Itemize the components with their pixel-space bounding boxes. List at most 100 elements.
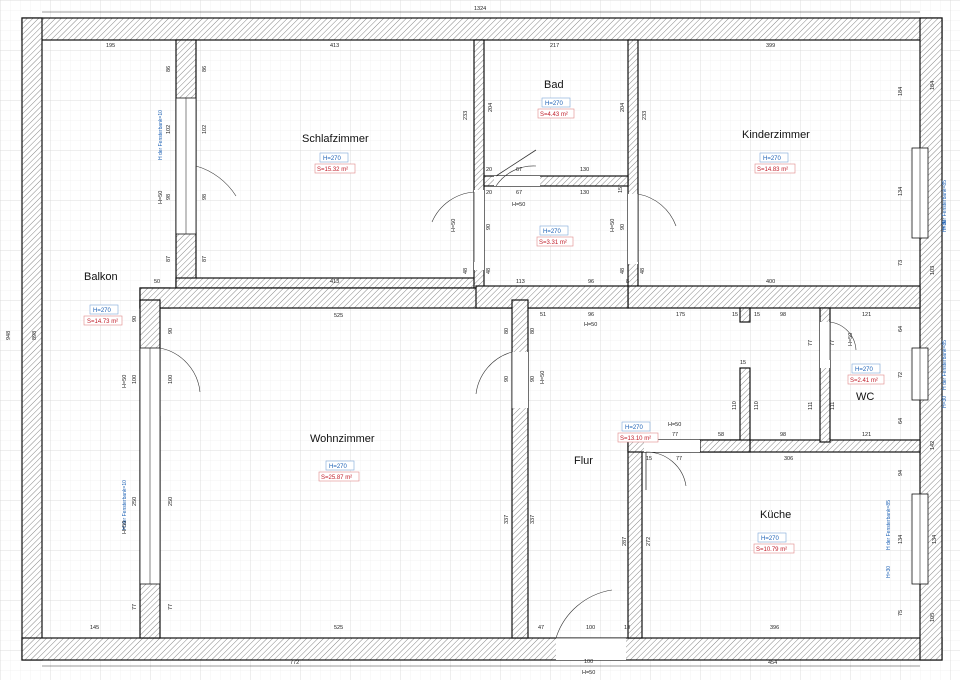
dim-balkon-50: 50 (154, 279, 160, 285)
wall-flur-stub (739, 307, 751, 323)
room-h-wc: H=270 (855, 367, 874, 373)
dim-wc-121a: 121 (862, 312, 871, 318)
dim-kinder-bottom: 400 (766, 279, 775, 285)
room-name-bad: Bad (544, 79, 564, 91)
dim-kueche-272: 272 (646, 537, 652, 546)
wall-wc-left (819, 307, 831, 443)
dim-gang-96b: 96 (588, 312, 594, 318)
dim-flur-110b: 110 (754, 401, 760, 410)
dim-bad-h50: H=50 (512, 202, 525, 208)
dim-flur-15a: 15 (732, 312, 738, 318)
dim-bottom-right: 454 (768, 660, 777, 666)
dim-wohn-80b: 80 (530, 328, 536, 334)
dim-balkondoor-h50: H=50 (122, 375, 128, 388)
dim-right-4: 105 (930, 613, 936, 622)
dim-bottom-left: 772 (290, 660, 299, 666)
room-s-bad: S=4.43 m² (540, 112, 568, 118)
dim-schlaf-bottom: 413 (330, 279, 339, 285)
dim-wc-121b: 121 (862, 432, 871, 438)
dim-kueche-94: 94 (898, 470, 904, 476)
dim-wc-77b: 77 (830, 340, 836, 346)
dim-win-87b: 87 (202, 256, 208, 262)
dim-gang-113: 113 (516, 279, 525, 285)
room-h-kinderzimmer: H=270 (763, 156, 782, 162)
dim-right-1: 184 (930, 81, 936, 90)
dim-kueche-396: 396 (770, 625, 779, 631)
dim-kinder-top: 399 (766, 43, 775, 49)
dim-kueche-134a: 134 (898, 535, 904, 544)
wall-outer-bottom (21, 637, 943, 661)
dim-wohn-80a: 80 (504, 328, 510, 334)
dim-kinder-left: 233 (642, 111, 648, 120)
dim-bad-130a: 130 (580, 167, 589, 173)
dim-gang-8: 8 (626, 279, 629, 285)
dim-right-2: 103 (930, 266, 936, 275)
dim-schlaf-right: 233 (463, 111, 469, 120)
note-fb10-wohn: H der Fensterbank=10 (122, 480, 128, 530)
dim-gang-96a: 96 (588, 279, 594, 285)
dim-bad-20a: 20 (486, 167, 492, 173)
dim-wohn-top: 525 (334, 313, 343, 319)
dimensions: 1324 948 898 772 454 100 H=50 184 103 14… (6, 6, 948, 676)
dim-wohndoor-h50: H=50 (540, 371, 546, 384)
room-s-schlafzimmer: S=15.32 m² (317, 167, 348, 173)
dim-bottom-door: 100 (584, 659, 593, 665)
wall-gang-bottom (475, 285, 629, 309)
wall-schlaf-bottom (175, 277, 477, 289)
dim-gang-51: 51 (540, 312, 546, 318)
dim-wohnwin-250b: 250 (168, 497, 174, 506)
wall-kinder-bottom (627, 285, 921, 309)
room-labels: Balkon H=270 S=14.73 m² Schlafzimmer H=2… (83, 79, 885, 554)
dim-kueche-75: 75 (898, 610, 904, 616)
dim-kueche-134b: 134 (932, 535, 938, 544)
note-fb85-kueche: H der Fensterbank=85 (886, 500, 892, 550)
wall-bad-bottom (483, 175, 629, 187)
dim-wohnwin-90a: 90 (132, 316, 138, 322)
room-h-bad: H=270 (545, 101, 564, 107)
room-name-schlafzimmer: Schlafzimmer (302, 133, 369, 145)
doors (159, 149, 857, 660)
dim-kinderdoor-h50: H=50 (610, 219, 616, 232)
dim-wc-77a: 77 (808, 340, 814, 346)
wall-outer-top (21, 17, 943, 41)
dim-wohnwin-250a: 250 (132, 497, 138, 506)
dim-bottom-47: 47 (538, 625, 544, 631)
dim-kuechedoor-h50: H=50 (668, 422, 681, 428)
dim-schlafdoor-h50: H=50 (451, 219, 457, 232)
room-h-wohnzimmer: H=270 (329, 464, 348, 470)
dim-wohn-90a: 90 (504, 376, 510, 382)
dim-gang-48b: 48 (486, 268, 492, 274)
dim-inner-height: 898 (32, 331, 38, 340)
note-h30-kinder: H=30 (942, 220, 948, 232)
dim-wohn-right: 337 (504, 515, 510, 524)
dim-gang-48a: 48 (463, 268, 469, 274)
dim-flur-110a: 110 (732, 401, 738, 410)
room-h-flur: H=270 (625, 425, 644, 431)
room-h-balkon: H=270 (93, 308, 112, 314)
dim-win-98b: 98 (202, 194, 208, 200)
dim-flur-77: 77 (672, 432, 678, 438)
dim-wohn-right2: 337 (530, 515, 536, 524)
room-name-wc: WC (856, 391, 874, 403)
dim-balkon-bottom: 145 (90, 625, 99, 631)
dim-flur-175: 175 (676, 312, 685, 318)
note-h50-schlafwin: H=50 (158, 191, 164, 204)
room-name-kinderzimmer: Kinderzimmer (742, 129, 810, 141)
dim-bad-67b: 67 (516, 190, 522, 196)
note-h30-kueche: H=30 (886, 566, 892, 578)
dim-wohnwin-100a: 100 (132, 375, 138, 384)
dim-wc-64a: 64 (898, 326, 904, 332)
windows (139, 97, 929, 585)
dim-wc-72: 72 (898, 372, 904, 378)
dim-total-height: 948 (6, 331, 12, 340)
room-s-wc: S=2.41 m² (850, 378, 878, 384)
room-h-schlafzimmer: H=270 (323, 156, 342, 162)
note-h50-wohnwin: H=50 (122, 521, 128, 534)
note-fb10-schlaf: H der Fensterbank=10 (158, 110, 164, 160)
wall-flur-nook-bottom (699, 439, 751, 453)
dim-bad-top: 217 (550, 43, 559, 49)
wall-flur-nook (739, 367, 751, 445)
dim-bottom-door-h: H=50 (582, 670, 595, 676)
dim-bottom-13: 13 (624, 625, 630, 631)
dim-wc-64b: 64 (898, 418, 904, 424)
